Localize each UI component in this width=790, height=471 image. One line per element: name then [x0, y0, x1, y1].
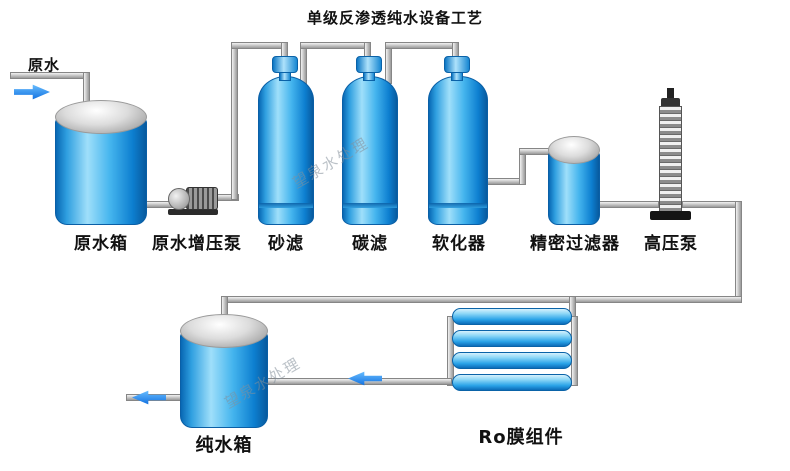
booster-pump-motor [186, 187, 218, 210]
sand-filter-seam [259, 203, 313, 208]
label-raw-water: 原水 [28, 56, 61, 74]
pipe-riser-1 [231, 42, 238, 200]
label-ro-module: Ro膜组件 [478, 427, 564, 448]
label-high-pressure-pump: 高压泵 [644, 234, 698, 254]
raw-water-tank-dome [55, 100, 147, 134]
ro-membrane-tube-3 [452, 352, 572, 369]
ro-membrane-tube-2 [452, 330, 572, 347]
label-pure-water-tank: 纯水箱 [195, 435, 253, 456]
label-raw-water-tank: 原水箱 [74, 234, 128, 254]
pipe-ro-right-manifold [571, 316, 578, 386]
flow-arrow-raw-inlet [14, 84, 50, 100]
pipe-top-run-1 [231, 42, 288, 49]
sand-filter-vessel [258, 76, 314, 225]
sand-filter-valve-cap [272, 56, 298, 73]
pipe-hp-outlet [682, 201, 742, 208]
label-precision-filter: 精密过滤器 [530, 234, 620, 254]
precision-filter-dome [548, 136, 600, 164]
pure-water-tank-dome [180, 314, 268, 348]
booster-pump-head [168, 188, 190, 210]
carbon-filter-seam [343, 203, 397, 208]
pipe-ro-left-manifold [447, 316, 454, 386]
pipe-bottom-run [221, 296, 742, 303]
pipe-top-run-3 [385, 42, 459, 49]
high-pressure-pump-shaft [667, 88, 674, 106]
softener-valve-cap [444, 56, 470, 73]
pipe-top-run-2 [300, 42, 371, 49]
high-pressure-pump-base [650, 211, 691, 220]
flow-arrow-pure-outlet [132, 390, 166, 405]
carbon-filter-valve-cap [356, 56, 382, 73]
high-pressure-pump-body [659, 106, 682, 214]
softener-seam [429, 203, 487, 208]
ro-membrane-tube-4 [452, 374, 572, 391]
raw-water-tank [55, 117, 147, 225]
booster-pump-base [168, 209, 218, 215]
label-carbon-filter: 碳滤 [352, 234, 388, 254]
pipe-right-down [735, 201, 742, 303]
high-pressure-pump-head [661, 98, 680, 108]
softener-vessel [428, 76, 488, 225]
label-softener: 软化器 [432, 234, 486, 254]
carbon-filter-vessel [342, 76, 398, 225]
pipe-precision-outlet [597, 201, 659, 208]
ro-membrane-tube-1 [452, 308, 572, 325]
label-sand-filter: 砂滤 [268, 234, 304, 254]
diagram-title: 单级反渗透纯水设备工艺 [306, 9, 483, 27]
label-booster-pump: 原水增压泵 [152, 234, 242, 254]
